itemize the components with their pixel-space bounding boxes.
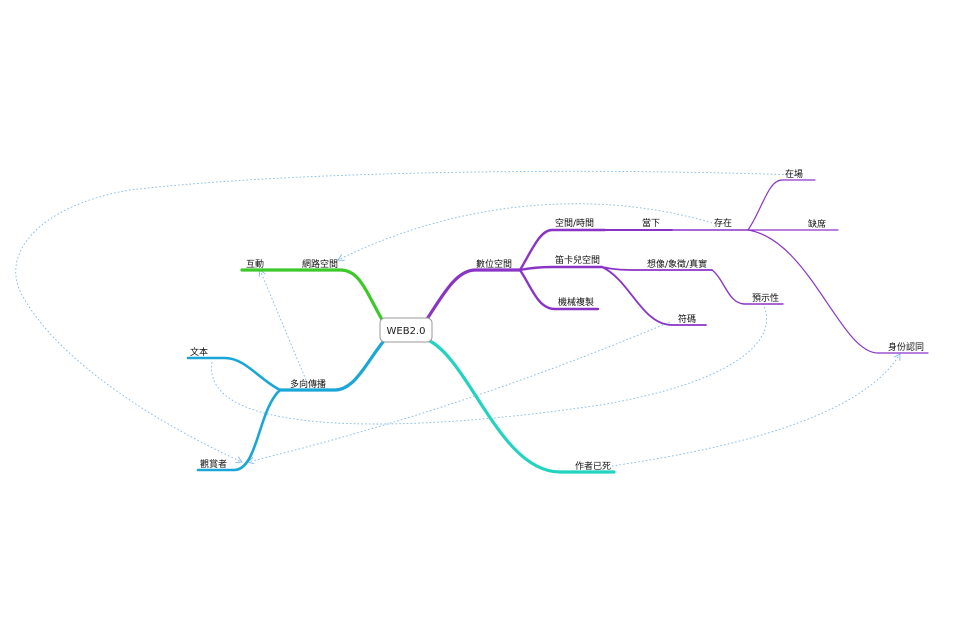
- node-interaction[interactable]: 互動: [246, 259, 264, 270]
- node-internet-space[interactable]: 網路空間: [302, 258, 338, 270]
- node-labels: 網路空間 互動 數位空間 空間/時間 當下 存在 在場 缺席 身份認同 笛卡兒空…: [190, 168, 924, 472]
- branch-space-time: [518, 228, 607, 272]
- node-multidirectional[interactable]: 多向傳播: [290, 378, 326, 390]
- node-present[interactable]: 當下: [642, 217, 660, 229]
- node-imagination[interactable]: 想像/象徵/真實: [647, 258, 707, 270]
- branch-on-site: [747, 179, 816, 231]
- branch-internet-space: [298, 268, 387, 327]
- relationship-lines: [15, 170, 900, 467]
- node-cartesian-space[interactable]: 笛卡兒空間: [555, 254, 600, 266]
- node-text[interactable]: 文本: [190, 346, 208, 358]
- branch-identity: [747, 229, 929, 354]
- branch-cartesian-space: [518, 265, 604, 272]
- branches: [186, 179, 929, 474]
- central-node-box: [379, 317, 433, 343]
- node-absence[interactable]: 缺席: [808, 218, 826, 230]
- node-existence[interactable]: 存在: [714, 217, 732, 229]
- node-identity[interactable]: 身份認同: [888, 341, 924, 353]
- node-prefiguration[interactable]: 預示性: [752, 292, 779, 304]
- node-mechanical-reproduction[interactable]: 機械複製: [558, 296, 594, 308]
- relation-text-to-prefiguration: [211, 301, 768, 425]
- central-node-label: WEB2.0: [387, 326, 426, 337]
- node-death-of-author[interactable]: 作者已死: [575, 460, 611, 472]
- branch-multidirectional: [278, 340, 385, 392]
- branch-digital-space: [423, 268, 522, 324]
- node-space-time[interactable]: 空間/時間: [555, 217, 594, 229]
- relation-sign-to-viewer: [248, 321, 671, 462]
- branch-mechanical-reproduction: [518, 268, 600, 311]
- branch-imagination: [601, 266, 713, 271]
- central-node[interactable]: WEB2.0: [379, 317, 433, 343]
- branch-death-of-author: [426, 338, 616, 474]
- branch-viewer: [196, 388, 282, 472]
- node-viewer[interactable]: 觀賞者: [200, 458, 227, 470]
- node-sign[interactable]: 符碼: [678, 313, 696, 325]
- relation-existence-to-internet-space: [338, 203, 713, 260]
- relation-multidirectional-to-interaction: [260, 270, 307, 381]
- relation-death-of-author-to-identity: [611, 354, 900, 467]
- node-digital-space[interactable]: 數位空間: [476, 258, 512, 270]
- branch-sign: [601, 266, 707, 326]
- branch-text: [186, 356, 282, 392]
- node-on-site[interactable]: 在場: [785, 168, 803, 180]
- relation-viewer-to-on-site: [15, 170, 796, 462]
- branch-prefiguration: [711, 269, 784, 305]
